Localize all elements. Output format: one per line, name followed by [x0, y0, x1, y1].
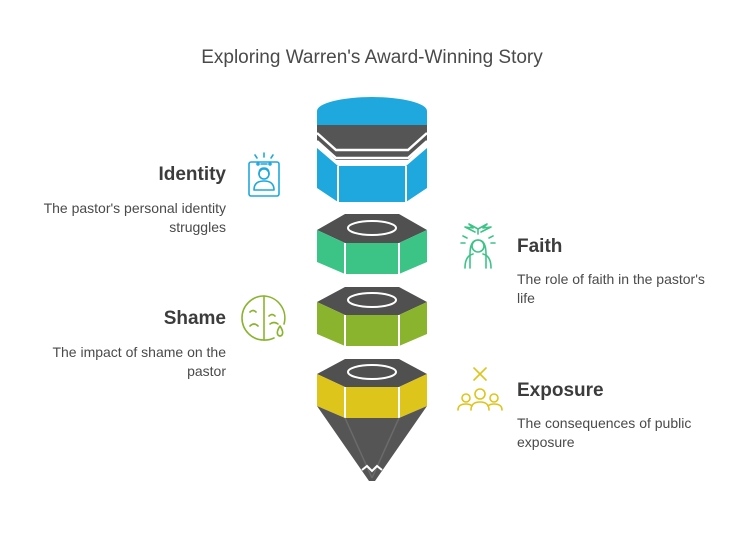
id-badge-person-icon [248, 152, 280, 197]
desc-exposure: The consequences of public exposure [517, 415, 692, 450]
segment-faith [317, 214, 427, 274]
sad-face-tear-icon [241, 295, 286, 341]
desc-faith: The role of faith in the pastor's life [517, 271, 705, 306]
label-shame: Shame [163, 308, 226, 329]
diagram-title: Exploring Warren's Award-Winning Story [201, 47, 543, 68]
label-exposure: Exposure [517, 380, 604, 401]
desc-identity: The pastor's personal identity struggles [43, 200, 226, 235]
segment-exposure [317, 359, 427, 418]
segment-identity [316, 97, 428, 202]
label-faith: Faith [517, 236, 563, 257]
label-identity: Identity [158, 164, 226, 185]
pencil-tip [317, 406, 427, 481]
segment-shame [317, 287, 427, 346]
desc-shame: The impact of shame on the pastor [52, 344, 226, 379]
praying-figure-dove-icon [460, 223, 496, 269]
group-people-cross-icon [457, 367, 503, 411]
